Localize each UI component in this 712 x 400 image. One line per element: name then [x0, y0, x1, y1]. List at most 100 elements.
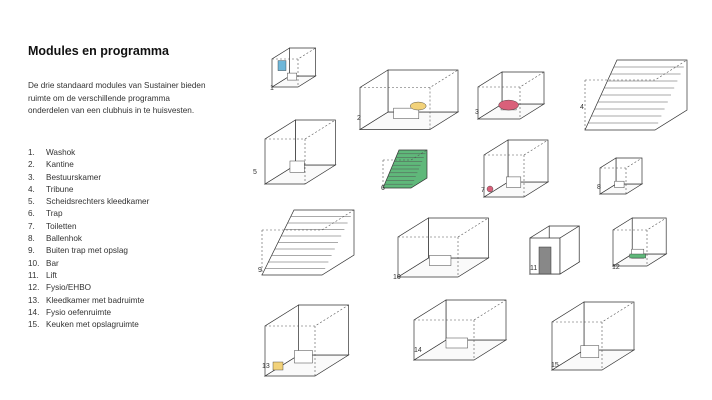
module-drawing-4: 4 — [580, 59, 688, 131]
list-number: 5. — [28, 197, 35, 207]
module-number: 8 — [597, 184, 601, 191]
list-label: Ballenhok — [46, 234, 82, 244]
list-item: 5. Scheidsrechters kleedkamer — [28, 196, 149, 208]
list-item: 6.Trap — [28, 208, 149, 220]
list-number: 6. — [28, 209, 35, 219]
list-label: Keuken met opslagruimte — [46, 320, 139, 330]
list-label: Kleedkamer met badruimte — [46, 295, 145, 305]
module-drawing-6: 6 — [381, 149, 428, 192]
module-number: 11 — [530, 265, 537, 272]
side-wall — [413, 299, 447, 361]
back-wall — [298, 304, 349, 356]
right-wall — [559, 225, 580, 275]
list-item: 4. Tribune — [28, 184, 149, 196]
furniture — [289, 160, 305, 173]
module-number: 12 — [612, 264, 620, 271]
module-number: 7 — [481, 187, 485, 194]
list-label: Fysio oefenruimte — [46, 307, 112, 317]
side-wall — [483, 139, 509, 198]
back-wall — [615, 157, 643, 185]
list-label: Scheidsrechters kleedkamer — [46, 197, 150, 207]
back-wall — [428, 217, 489, 259]
list-item: 7. Toiletten — [28, 221, 149, 233]
side-wall — [551, 301, 585, 371]
list-number: 1. — [28, 148, 35, 157]
furniture — [506, 176, 522, 188]
furniture — [445, 337, 468, 349]
furniture — [393, 107, 420, 119]
back-wall — [631, 217, 667, 255]
module-outline — [585, 59, 688, 81]
list-item: 14.Fysio oefenruimte — [28, 307, 149, 319]
module-number: 4 — [580, 104, 584, 111]
back-wall — [507, 139, 549, 183]
list-item: 11. Lift — [28, 270, 149, 282]
list-item: 12. Fysio/EHBO — [28, 282, 149, 294]
side-wall — [477, 71, 503, 120]
list-label: Toiletten — [46, 221, 77, 231]
meeting-table — [498, 99, 519, 111]
list-number: 13. — [28, 295, 40, 305]
furniture — [631, 248, 645, 259]
sink — [486, 185, 494, 193]
list-item: 15. Keuken met opslagruimte — [28, 319, 149, 331]
module-drawing-8: 8 — [597, 157, 644, 195]
module-drawing-14: 14 — [412, 299, 508, 361]
list-label: Lift — [46, 270, 57, 280]
list-number: 9. — [28, 246, 35, 256]
list-number: 15. — [28, 320, 40, 330]
module-number: 1 — [270, 85, 274, 92]
list-number: 7. — [28, 221, 35, 231]
furniture — [294, 350, 313, 364]
module-number: 15 — [551, 362, 559, 369]
list-label: Fysio/EHBO — [46, 283, 92, 293]
list-label: Tribune — [46, 184, 74, 194]
list-item: 10. Bar — [28, 258, 149, 270]
side-wall — [264, 304, 299, 377]
treatment-table — [629, 253, 646, 259]
list-label: Bar — [46, 258, 59, 268]
list-number: 12. — [28, 283, 40, 293]
list-item: 1.Washok — [28, 147, 149, 159]
list-number: 8. — [28, 234, 35, 244]
furniture — [429, 255, 452, 266]
page-title: Modules en programma — [28, 44, 169, 58]
table — [410, 101, 427, 111]
list-label: Bestuurskamer — [46, 172, 102, 182]
module-drawing-13: 13 — [262, 304, 350, 377]
module-drawing-7: 7 — [481, 139, 550, 198]
back-wall — [501, 71, 545, 105]
module-number: 9 — [258, 267, 262, 274]
side-wall — [599, 157, 617, 195]
list-item: 2.Kantine — [28, 159, 149, 171]
intro-paragraph: De drie standaard modules van Sustainer … — [28, 81, 206, 116]
side-wall — [397, 217, 429, 278]
list-number: 10. — [28, 258, 40, 268]
list-number: 4. — [28, 184, 35, 194]
programme-list: 1.Washok 2.Kantine 3. Bestuurskamer 4. Tri… — [28, 147, 149, 331]
list-number: 11. — [28, 270, 39, 280]
module-drawing-1: 1 — [270, 47, 317, 92]
module-drawing-12: 12 — [611, 217, 668, 271]
lift-door — [538, 246, 552, 275]
furniture — [580, 345, 600, 358]
side-wall — [264, 119, 296, 185]
module-number: 14 — [414, 347, 422, 354]
list-item: 9. Buiten trap met opslag — [28, 245, 149, 257]
bench — [272, 361, 284, 371]
module-number: 3 — [475, 109, 479, 116]
back-wall — [583, 301, 635, 351]
side-wall — [359, 69, 389, 131]
module-number: 5 — [253, 169, 257, 176]
list-item: 3. Bestuurskamer — [28, 172, 149, 184]
module-drawing-9: 9 — [258, 209, 355, 276]
module-drawing-15: 15 — [550, 301, 636, 371]
list-label: Buiten trap met opslag — [46, 246, 128, 256]
module-drawing-11: 11 — [528, 225, 581, 275]
list-number: 3. — [28, 172, 35, 182]
module-number: 2 — [357, 115, 361, 122]
back-wall — [289, 47, 316, 77]
module-outline — [262, 209, 355, 231]
furniture — [287, 72, 297, 81]
